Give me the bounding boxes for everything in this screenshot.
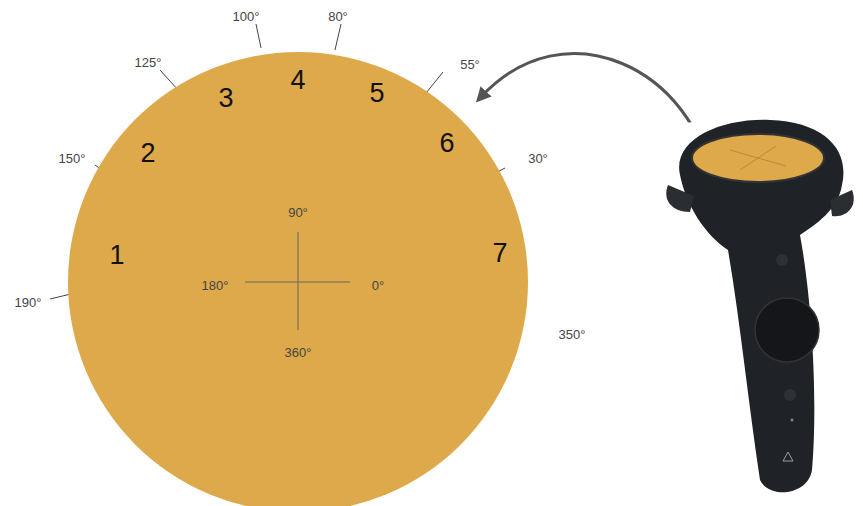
- vive-controller: [585, 111, 863, 506]
- axis-angle-label: 360°: [285, 346, 312, 359]
- sector-number: 3: [218, 85, 233, 112]
- axis-line: [298, 232, 299, 330]
- boundary-angle: 30°: [528, 152, 548, 165]
- sector-number: 2: [140, 140, 155, 167]
- sector-number: 7: [492, 240, 507, 267]
- sector-number: 6: [439, 130, 454, 157]
- dial-circle: 1 2 3 4 5 6 7 90° 180° 0° 360°: [68, 52, 528, 506]
- boundary-angle: 350°: [559, 328, 586, 341]
- boundary-angle: 190°: [15, 296, 42, 309]
- dial-shape: [68, 52, 528, 506]
- boundary-angle: 55°: [460, 58, 480, 71]
- boundary-angle: 80°: [328, 10, 348, 23]
- dial-fill: [68, 52, 528, 506]
- boundary-angle: 150°: [59, 152, 86, 165]
- sector-number: 1: [109, 242, 124, 269]
- boundary-angle: 100°: [233, 10, 260, 23]
- axis-angle-label: 90°: [288, 206, 308, 219]
- boundary-angle: 125°: [135, 56, 162, 69]
- axis-angle-label: 180°: [202, 279, 229, 292]
- axis-angle-label: 0°: [372, 279, 384, 292]
- sector-number: 4: [290, 67, 305, 94]
- sector-number: 5: [369, 80, 384, 107]
